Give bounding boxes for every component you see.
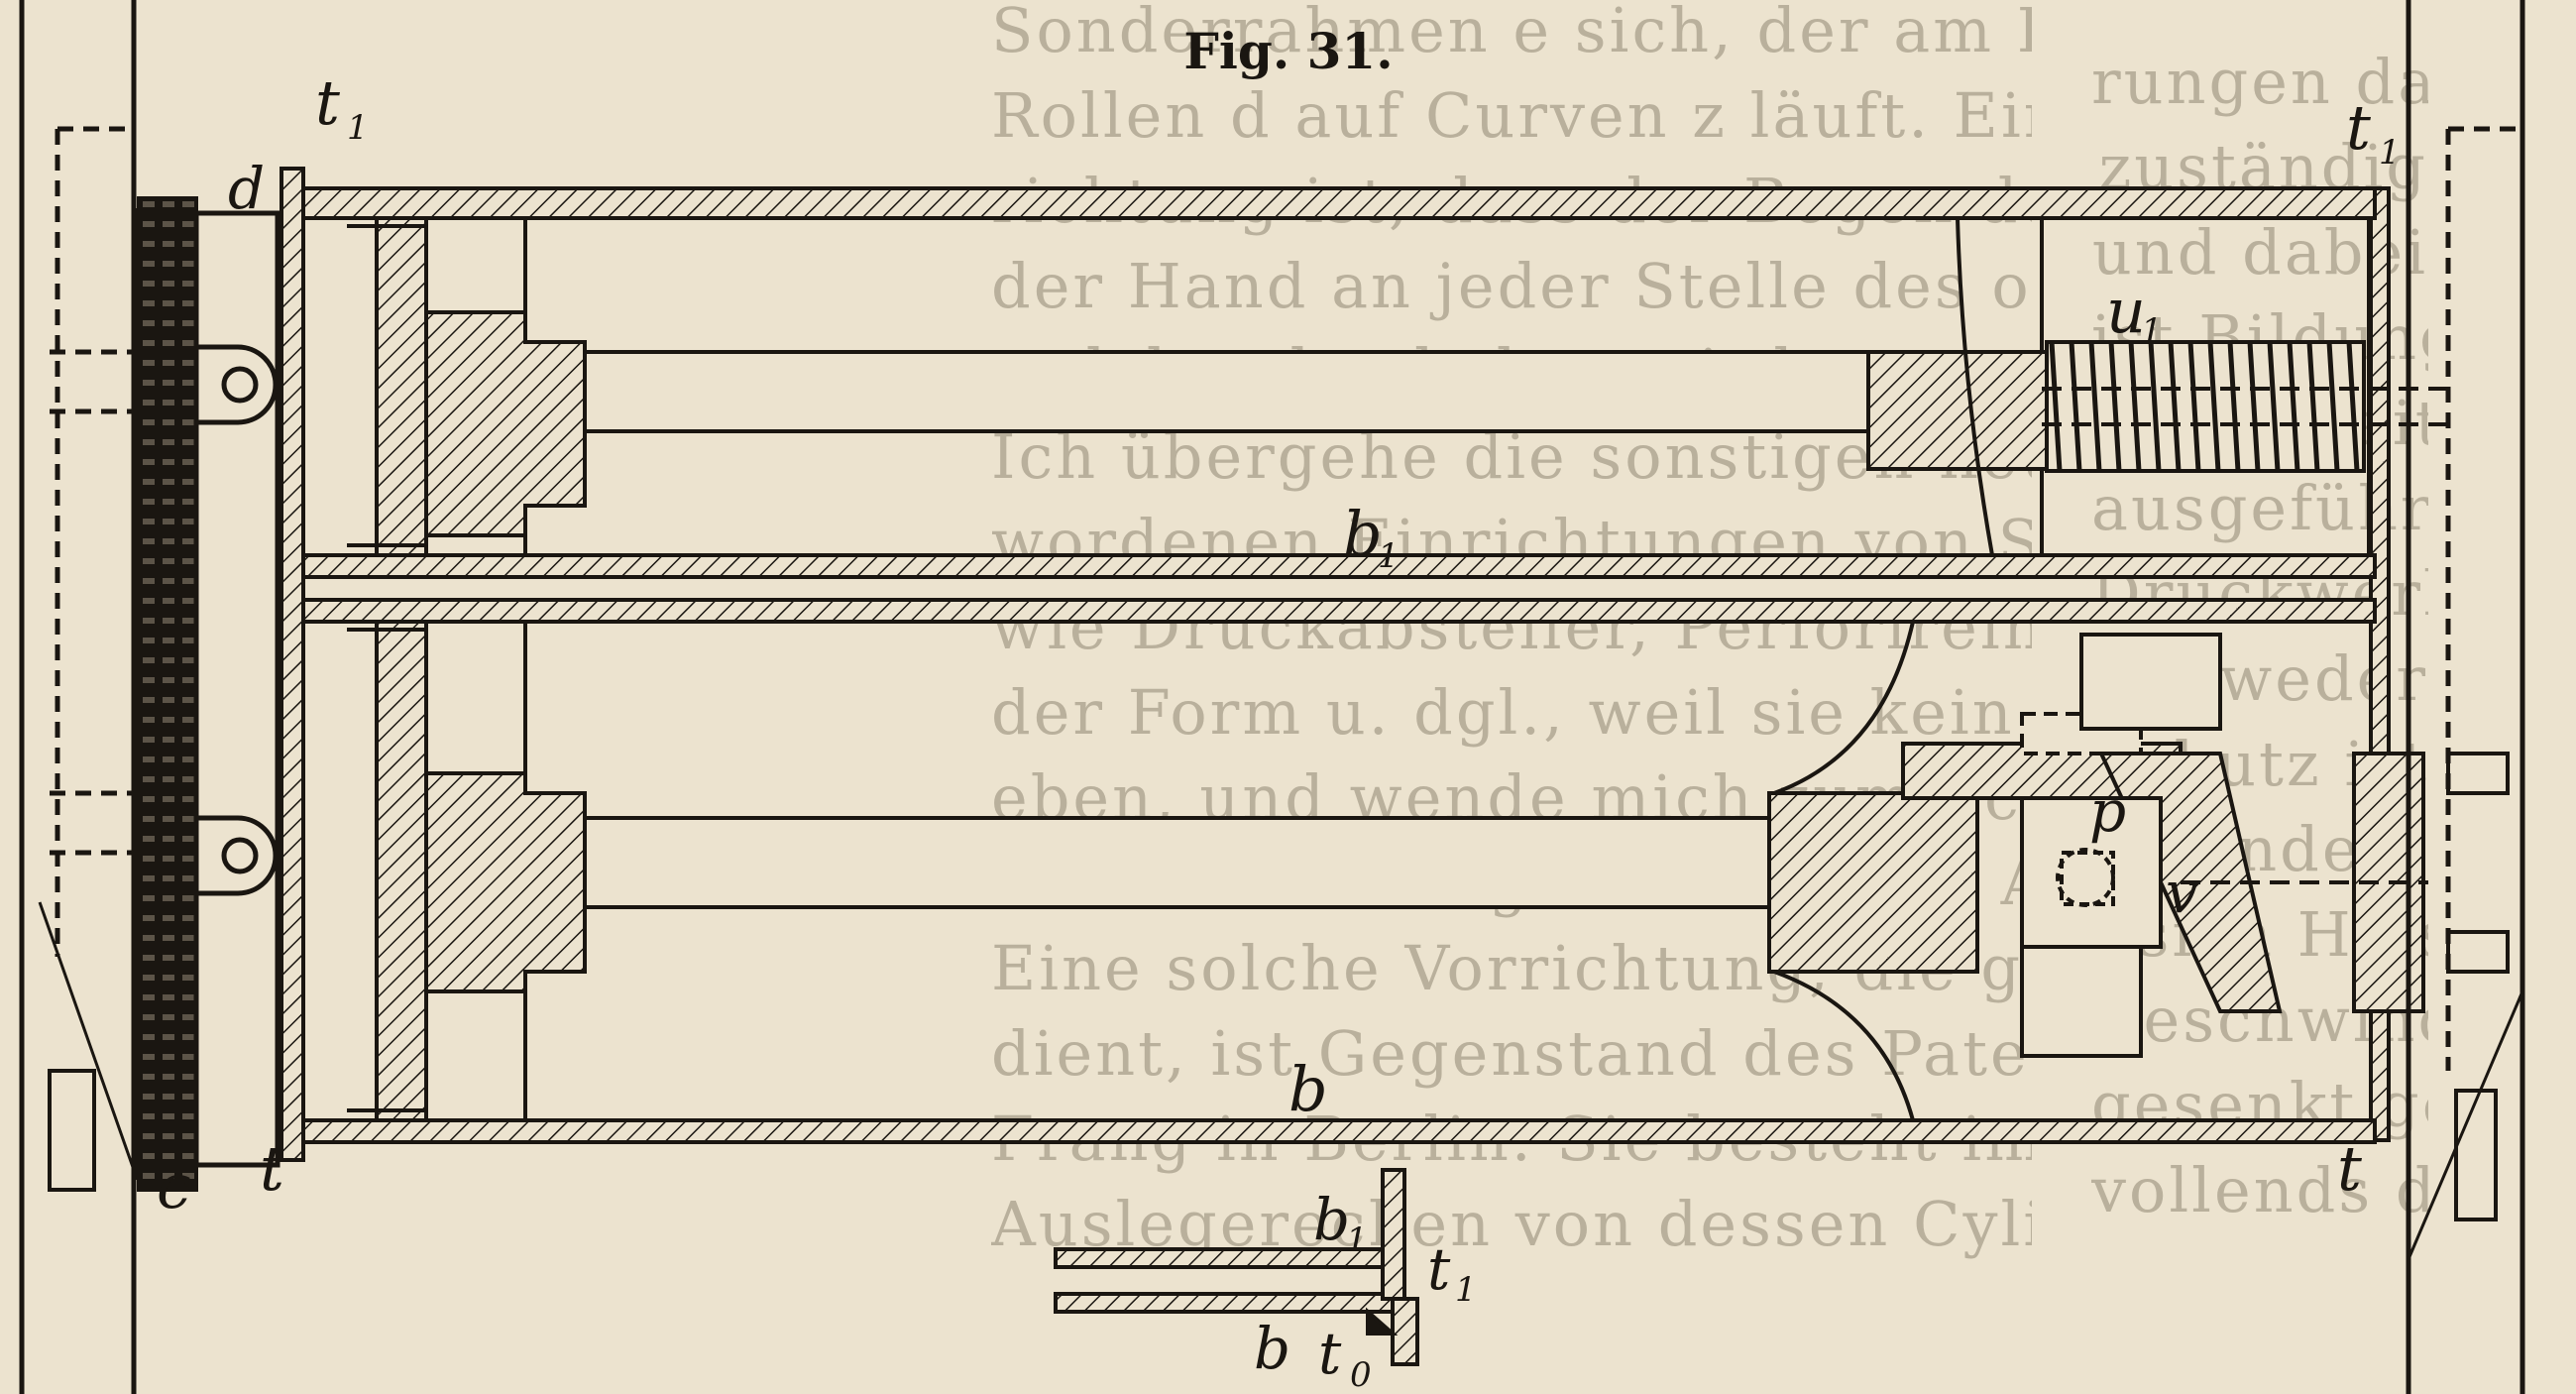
- upper-roller-boss: [347, 216, 587, 557]
- left-side-frame: [19, 0, 137, 1394]
- background-text-line: Sonderrahmen e sich, der am Riegel gefüh…: [991, 0, 2032, 66]
- background-text-line: Rollen d auf Curven z läuft. Ein Vorzug …: [991, 79, 2032, 152]
- label-sub-1c: 1: [2141, 311, 2163, 351]
- label-b-bottom: b: [1288, 1053, 1328, 1125]
- label-b1-mid: b: [1343, 498, 1383, 570]
- pivot-eye-lower: [193, 815, 279, 896]
- background-text-line: der Hand an jeder Stelle des oberen Thei…: [991, 250, 2032, 322]
- figure-title: Fig. 31.: [1183, 22, 1394, 80]
- label-u1: u: [2106, 275, 2146, 347]
- upper-shaft: [583, 217, 2049, 556]
- label-v: v: [2166, 859, 2198, 926]
- label-d: d: [228, 155, 265, 222]
- bevel-gear-assembly: [1901, 633, 2428, 1058]
- lower-roller-boss: [347, 620, 587, 1122]
- label-p: p: [2089, 777, 2126, 845]
- spring-u1: [2042, 340, 2448, 473]
- pivot-eye-upper: [193, 344, 279, 425]
- label-sub-0: 0: [1350, 1355, 1372, 1394]
- label-t1-top-left: t: [315, 66, 340, 139]
- label-sub-1e: 1: [1346, 1220, 1368, 1260]
- detail-section: [1054, 1168, 1419, 1366]
- label-sub-1a: 1: [347, 108, 369, 148]
- lower-shaft: [583, 621, 1979, 1121]
- label-t-bottom-right: t: [2337, 1132, 2362, 1205]
- background-text-line: rungen dass: [2091, 46, 2428, 118]
- label-t1-detail: t: [1427, 1235, 1451, 1303]
- label-t1-top-right: t: [2346, 91, 2371, 164]
- label-sub-1f: 1: [1455, 1270, 1477, 1310]
- background-text-line: vollends dass: [2091, 1154, 2428, 1226]
- label-t-bottom-left: t: [260, 1132, 284, 1205]
- label-sub-1b: 1: [2379, 133, 2401, 173]
- background-text-line: dient, ist Gegenstand des Patents Nr. 62…: [991, 1017, 2032, 1090]
- label-b1-detail: b: [1313, 1186, 1350, 1253]
- label-sub-1d: 1: [1378, 536, 1400, 576]
- label-b-detail: b: [1254, 1315, 1290, 1382]
- label-t0-detail: t: [1318, 1320, 1342, 1387]
- right-side-frame: [2406, 0, 2525, 1394]
- flange-plate-left: [280, 167, 305, 1162]
- drawing-labels: d t 1 t 1 u 1 b 1 p v c t b t b 1 t 1 b …: [157, 66, 2401, 1394]
- label-c: c: [157, 1150, 191, 1222]
